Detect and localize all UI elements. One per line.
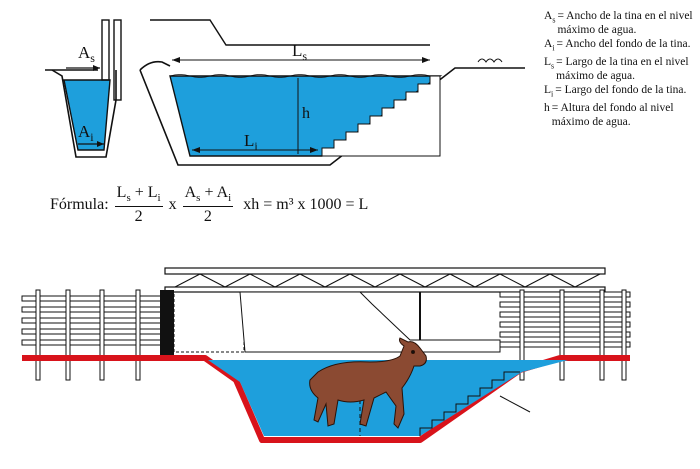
- platform-line: [150, 19, 430, 46]
- roof-truss: [174, 273, 601, 288]
- formula-prefix: Fórmula:: [50, 196, 109, 213]
- ls-arrow-left: [172, 57, 180, 63]
- entrance-gate: [160, 290, 174, 358]
- li-label: Li: [244, 131, 258, 153]
- as-arrow-head: [93, 65, 100, 71]
- legend-item-ls: Ls = Largo de la tina en el nivel máximo…: [544, 56, 689, 82]
- narrow-tank-water: [63, 79, 111, 151]
- right-fence: [499, 289, 631, 381]
- legend-item-h: h = Altura del fondo al nivel máximo de …: [544, 102, 674, 128]
- li-arrow-left: [192, 147, 200, 153]
- formula-tail: xh = m³ x 1000 = L: [243, 196, 369, 213]
- as-label: As: [78, 43, 95, 65]
- vat-exit-stairs: [419, 371, 520, 436]
- long-tank-section: Ls Li h: [139, 19, 525, 166]
- narrow-tank-outer-wall: [51, 69, 117, 158]
- ls-arrow-right: [422, 57, 430, 63]
- chute-rails: [173, 291, 245, 353]
- legend-item-as: As = Ancho de la tina en el nivel máximo…: [544, 10, 693, 36]
- ai-arrow-head: [97, 141, 104, 147]
- formula-fraction-length: Ls + Li 2: [114, 184, 163, 225]
- legend: As = Ancho de la tina en el nivel máximo…: [544, 10, 694, 130]
- roof-beam-bottom: [164, 286, 606, 293]
- platform-ramp: [239, 291, 501, 353]
- side-view-section: [21, 267, 631, 443]
- narrow-tank-post-right: [113, 19, 122, 101]
- entrance-lip: [139, 60, 171, 71]
- formula-fraction-width: As + Ai 2: [182, 184, 234, 225]
- long-tank-outer-wall: [139, 67, 525, 166]
- legend-item-li: Li = Largo del fondo de la tina.: [544, 84, 687, 99]
- legend-item-ai: Ai = Ancho del fondo de la tina.: [544, 38, 691, 53]
- formula: Fórmula: Ls + Li 2 x As + Ai 2 xh = m³ x…: [50, 183, 368, 227]
- ls-label: Ls: [292, 41, 307, 63]
- ground-squiggle: [477, 58, 503, 63]
- h-label: h: [302, 105, 310, 122]
- narrow-tank-section: As Ai: [45, 19, 122, 158]
- water-surface-waves: [169, 74, 431, 78]
- ai-label: Ai: [78, 122, 94, 144]
- vat-leader-line: [499, 395, 531, 413]
- cow-figure: [309, 337, 427, 429]
- exit-stairs: [321, 75, 441, 157]
- narrow-tank-post-left: [101, 19, 110, 81]
- roof-beam-top: [164, 267, 606, 275]
- formula-times: x: [168, 196, 177, 213]
- li-arrow-right: [310, 147, 318, 153]
- vat-water: [208, 360, 568, 436]
- left-fence: [21, 289, 173, 381]
